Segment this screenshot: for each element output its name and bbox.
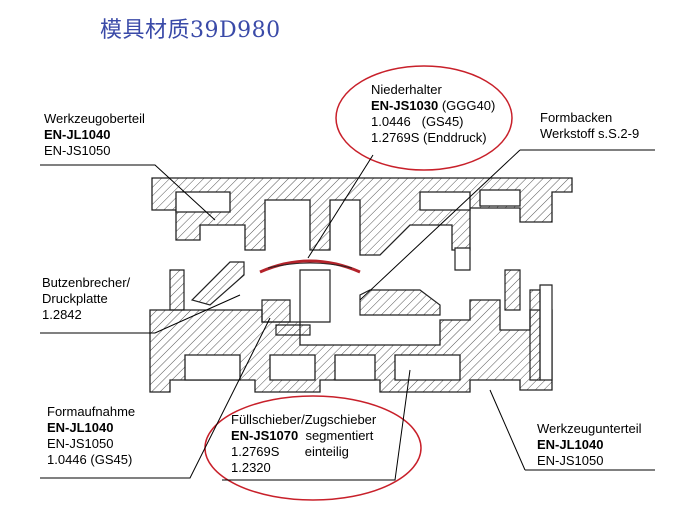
werkzeugoberteil-name: Werkzeugoberteil	[44, 111, 145, 126]
werkzeugunterteil-mat2: EN-JS1050	[537, 453, 604, 468]
fuellschieber-mat3: 1.2320	[231, 460, 271, 475]
formaufnahme-name: Formaufnahme	[47, 404, 136, 419]
niederhalter-mat3: 1.2769S (Enddruck)	[371, 130, 487, 145]
fuellschieber-mat1-note: segmentiert	[305, 428, 374, 443]
werkzeugunterteil-mat1: EN-JL1040	[537, 437, 604, 452]
formaufnahme-mat1: EN-JL1040	[47, 420, 114, 435]
niederhalter-mat1-note: (GGG40)	[441, 98, 496, 113]
werkzeugoberteil-mat1: EN-JL1040	[44, 127, 111, 142]
leader-lines	[40, 149, 655, 481]
label-butzenbrecher: Butzenbrecher/ Druckplatte 1.2842	[42, 275, 130, 323]
fuellschieber-mat2: 1.2769S	[231, 444, 280, 459]
formbacken-name: Formbacken	[540, 110, 613, 125]
label-fuellschieber: Füllschieber/Zugschieber EN-JS1070 segme…	[231, 412, 376, 476]
fuellschieber-mat1: EN-JS1070	[231, 428, 299, 443]
inner-forming-parts	[169, 247, 553, 381]
page-title: 模具材质39D980	[100, 18, 281, 43]
label-werkzeugunterteil: Werkzeugunterteil EN-JL1040 EN-JS1050	[537, 421, 642, 469]
label-formbacken: Formbacken Werkstoff s.S.2-9	[540, 110, 639, 142]
label-werkzeugoberteil: Werkzeugoberteil EN-JL1040 EN-JS1050	[44, 111, 145, 159]
niederhalter-highlight-ellipse	[335, 65, 513, 171]
butzenbrecher-line1: Butzenbrecher/	[42, 275, 131, 290]
niederhalter-mat2-note: (GS45)	[421, 114, 464, 129]
werkzeugunterteil-name: Werkzeugunterteil	[537, 421, 642, 436]
formbacken-line2: Werkstoff s.S.2-9	[540, 126, 640, 141]
niederhalter-mat1: EN-JS1030	[371, 98, 439, 113]
formaufnahme-mat2: EN-JS1050	[47, 436, 114, 451]
butzenbrecher-line2: Druckplatte	[42, 291, 108, 306]
upper-tool-body	[151, 177, 573, 256]
butzenbrecher-mat1: 1.2842	[42, 307, 82, 322]
fuellschieber-name: Füllschieber/Zugschieber	[231, 412, 377, 427]
lower-tool-body	[149, 299, 553, 393]
label-formaufnahme: Formaufnahme EN-JL1040 EN-JS1050 1.0446 …	[47, 404, 135, 468]
label-niederhalter: Niederhalter EN-JS1030 (GGG40) 1.0446 (G…	[371, 82, 495, 146]
niederhalter-mat2: 1.0446	[371, 114, 411, 129]
niederhalter-name: Niederhalter	[371, 82, 442, 97]
fuellschieber-mat2-note: einteilig	[304, 444, 349, 459]
formaufnahme-mat3: 1.0446 (GS45)	[47, 452, 133, 467]
werkzeugoberteil-mat2: EN-JS1050	[44, 143, 111, 158]
